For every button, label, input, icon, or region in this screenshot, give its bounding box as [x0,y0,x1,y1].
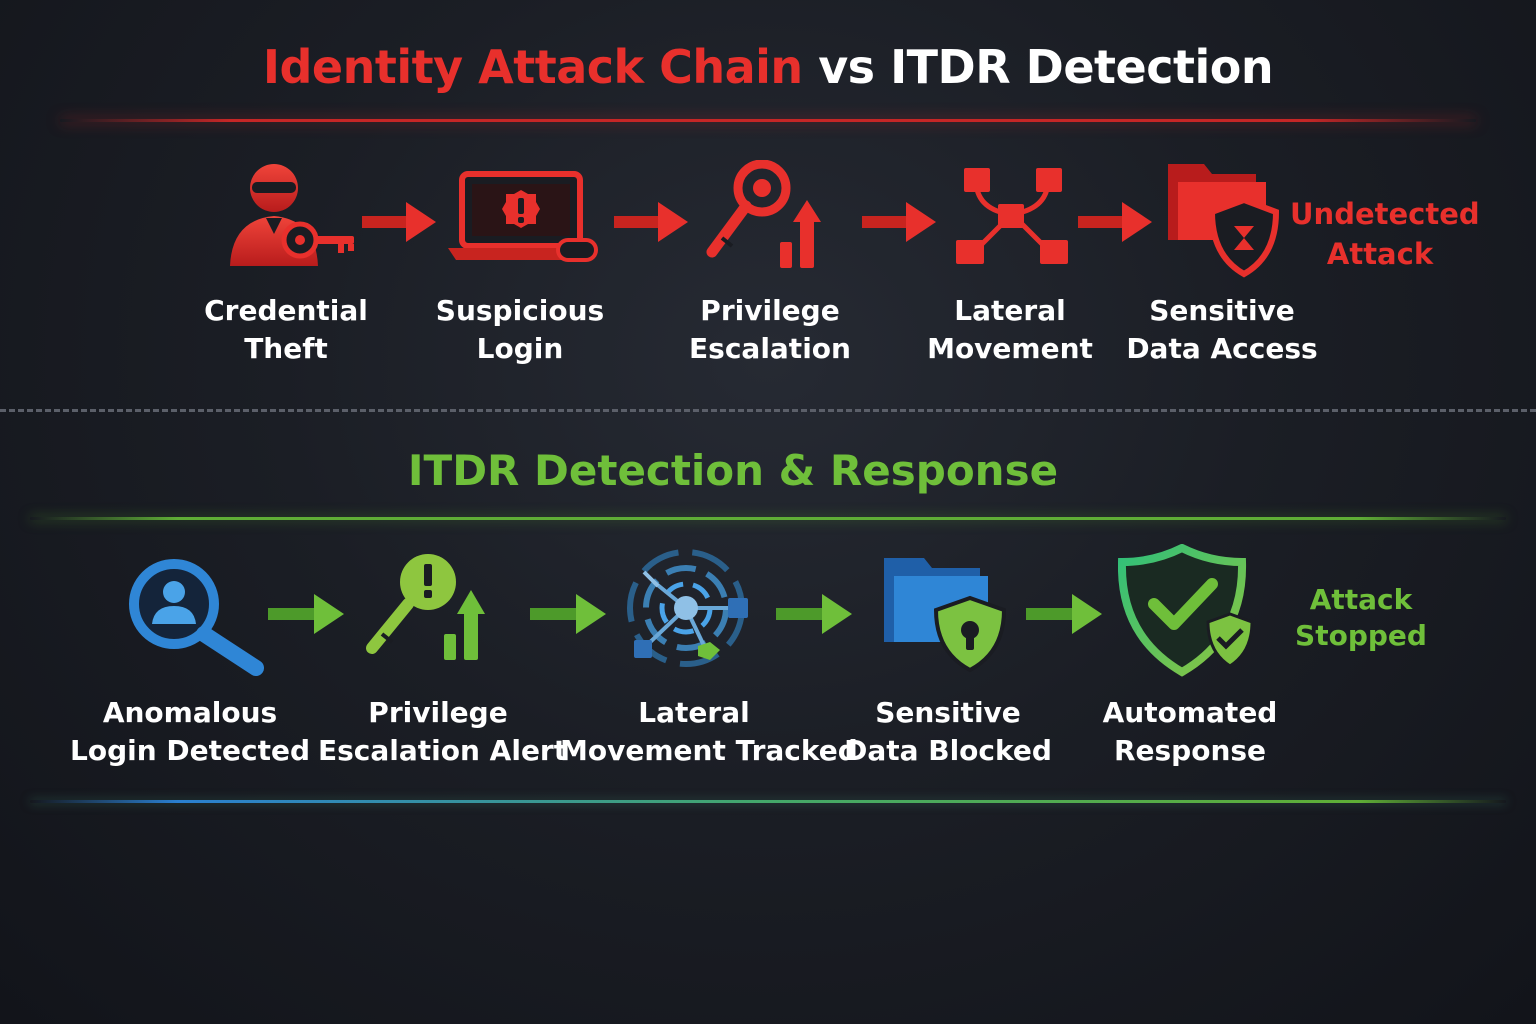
label-line: Login [476,332,564,365]
red-arrow-icon [614,202,688,242]
key-alert-icon [366,554,485,660]
detect-label-automated-response: Automated Response [1090,694,1290,770]
laptop-alert-icon [448,171,598,262]
red-divider-line [60,119,1476,122]
detect-label-lateral-tracked: Lateral Movement Tracked [560,694,858,770]
green-arrow-icon [776,594,852,634]
detect-label-privilege-alert: Privilege Escalation Alert [318,694,568,770]
title-attack-chain: Identity Attack Chain [262,40,803,94]
label-line: Lateral [954,294,1066,327]
attack-step-sensitive-data-access [1164,156,1284,280]
detect-step-automated-response [1118,544,1260,678]
attack-label-sensitive-data-access: Sensitive Data Access [1112,292,1332,368]
label-line: Escalation Alert [318,734,568,767]
detect-step-privilege-alert [360,552,510,664]
label-line: Privilege [368,696,508,729]
outcome-line: Attack [1326,237,1434,271]
bottom-divider-line [30,800,1506,803]
label-line: Automated [1102,696,1278,729]
attack-label-credential-theft: Credential Theft [196,292,376,368]
detection-heading: ITDR Detection & Response [407,446,1059,495]
folder-shield-icon [1168,164,1280,278]
green-arrow-icon [1026,594,1102,634]
green-divider-line [30,517,1506,520]
label-line: Data Blocked [844,734,1052,767]
title-vs-itdr: vs ITDR Detection [818,40,1274,94]
red-arrow-icon [1078,202,1152,242]
shield-check-icon [1118,544,1254,677]
network-nodes-icon [956,168,1068,264]
outcome-line: Stopped [1295,619,1427,652]
outcome-line: Undetected [1290,197,1480,231]
label-line: Movement [927,332,1093,365]
label-line: Theft [244,332,328,365]
red-arrow-icon [862,202,936,242]
outcome-undetected-attack: Undetected Attack [1290,194,1480,274]
label-line: Suspicious [435,294,605,327]
outcome-attack-stopped: Attack Stopped [1284,582,1438,654]
attack-step-suspicious-login [448,168,598,264]
label-line: Credential [204,294,368,327]
hacker-with-key-icon [230,164,354,266]
label-line: Privilege [700,294,840,327]
label-line: Movement Tracked [560,734,858,767]
attack-label-privilege-escalation: Privilege Escalation [670,292,870,368]
key-escalation-icon [706,160,821,268]
label-line: Login Detected [70,734,311,767]
label-line: Response [1113,734,1267,767]
folder-lock-shield-icon [884,558,1007,673]
label-line: Lateral [638,696,750,729]
green-arrow-icon [530,594,606,634]
label-line: Sensitive [1149,294,1295,327]
section-divider [0,409,1536,412]
green-arrow-icon [268,594,344,634]
label-line: Anomalous [102,696,278,729]
detect-label-data-blocked: Sensitive Data Blocked [838,694,1058,770]
attack-label-lateral-movement: Lateral Movement [910,292,1110,368]
attack-step-credential-theft [222,158,362,270]
attack-step-privilege-escalation [700,160,840,270]
attack-step-lateral-movement [952,164,1072,268]
red-arrow-icon [362,202,436,242]
outcome-line: Attack [1309,583,1413,616]
radar-tracking-icon [627,549,748,667]
label-line: Sensitive [875,696,1021,729]
label-line: Escalation [689,332,851,365]
detect-step-data-blocked [880,552,1016,676]
magnifier-user-icon [129,559,264,676]
page-title: Identity Attack Chain vs ITDR Detection [0,40,1536,94]
detect-step-anomalous-login [124,556,274,676]
attack-label-suspicious-login: Suspicious Login [420,292,620,368]
detect-step-lateral-tracked [622,546,758,670]
label-line: Data Access [1126,332,1318,365]
detect-label-anomalous-login: Anomalous Login Detected [70,694,310,770]
